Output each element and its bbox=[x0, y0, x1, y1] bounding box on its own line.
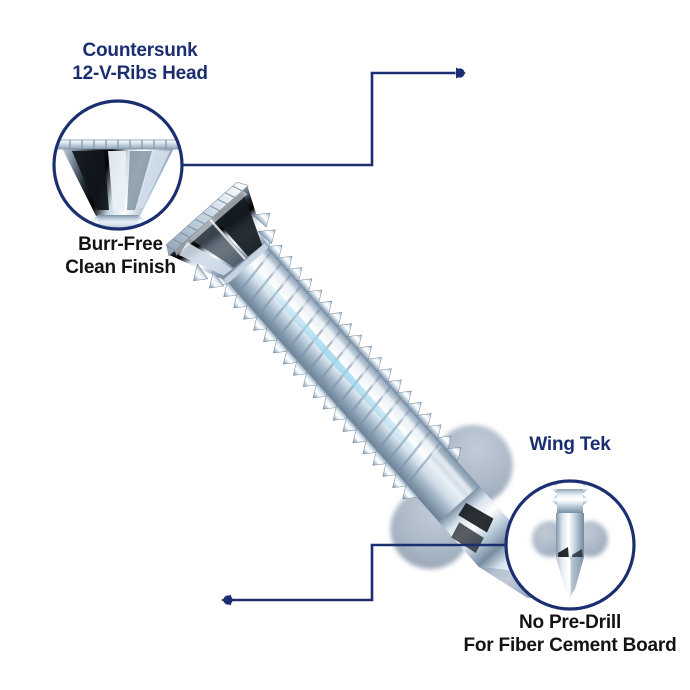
callout-countersunk-caption-line2: Clean Finish bbox=[65, 257, 176, 278]
wing-tek-detail bbox=[506, 481, 634, 609]
leader-head-path bbox=[183, 71, 455, 167]
callout-wingtek-caption-line2: For Fiber Cement Board bbox=[463, 635, 677, 656]
callout-countersunk-title-line1: Countersunk bbox=[82, 40, 198, 61]
leader-head-dot bbox=[455, 68, 465, 78]
callout-countersunk-title-line2: 12-V-Ribs Head bbox=[72, 63, 208, 84]
leader-wing-path bbox=[232, 543, 505, 602]
threads bbox=[213, 233, 474, 500]
screw-body bbox=[165, 181, 545, 598]
countersunk-head bbox=[165, 181, 276, 289]
head-ribs bbox=[193, 212, 276, 289]
zinc-highlight bbox=[244, 259, 432, 470]
v-ribs bbox=[165, 185, 243, 252]
callout-wingtek-circle bbox=[504, 479, 636, 611]
leader-wing-dot bbox=[223, 595, 233, 605]
callout-countersunk-circle bbox=[52, 99, 184, 231]
callout-countersunk-caption-line1: Burr-Free bbox=[78, 234, 163, 255]
callout-wingtek-caption-line1: No Pre-Drill bbox=[518, 612, 622, 633]
countersunk-head-detail bbox=[54, 101, 182, 229]
callout-wingtek-title-line1: Wing Tek bbox=[529, 434, 611, 455]
